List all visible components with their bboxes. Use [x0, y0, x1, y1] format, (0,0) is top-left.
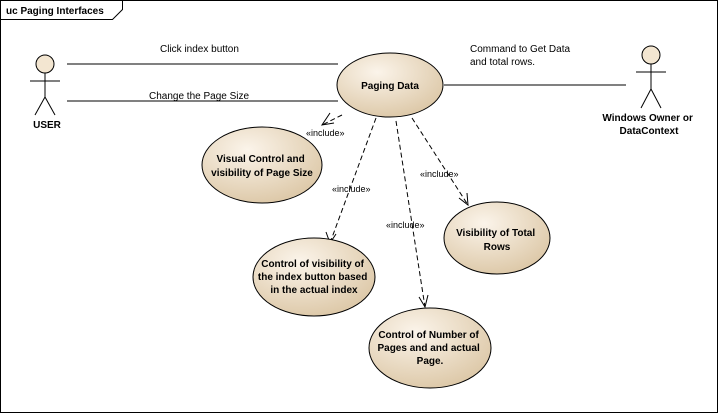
include-visual-label: «include»	[306, 128, 345, 138]
include-pages-label: «include»	[386, 220, 425, 230]
include-edges	[320, 112, 469, 309]
assoc-click-label: Click index button	[160, 44, 239, 55]
usecase-paging[interactable]: Paging Data	[336, 52, 444, 118]
actor-user-right-leg	[44, 96, 56, 116]
usecase-indexbtn[interactable]: Control of visibility of the index butto…	[252, 237, 376, 317]
include-pages-line	[395, 120, 426, 308]
usecase-total[interactable]: Visibility of Total Rows	[443, 201, 551, 275]
actor-user-head	[35, 54, 55, 74]
actor-owner[interactable]	[636, 45, 666, 109]
assoc-pagesize-label: Change the Page Size	[149, 91, 250, 102]
frame-tab	[0, 0, 123, 20]
actor-owner-left-leg	[640, 88, 652, 109]
usecase-total-label: Visibility of Total Rows	[456, 228, 538, 253]
actor-owner-head	[641, 45, 661, 65]
usecase-pages-ellipse	[368, 307, 492, 389]
usecase-indexbtn-ellipse	[252, 237, 376, 317]
include-total-arrowhead	[458, 192, 469, 207]
usecase-visual[interactable]: Visual Control and visibility of Page Si…	[201, 126, 323, 204]
usecase-paging-label: Paging Data	[361, 81, 419, 92]
usecase-visual-label: Visual Control and visibility of Page Si…	[211, 154, 313, 179]
usecase-pages-label: Control of Number of Pages and and actua…	[377, 330, 482, 367]
frame-title: uc Paging Interfaces	[6, 6, 104, 17]
include-total-label: «include»	[420, 169, 459, 179]
include-indexbtn-label: «include»	[332, 184, 371, 194]
include-total-line	[411, 117, 469, 206]
actor-owner-right-leg	[650, 88, 662, 109]
actor-owner-label: Windows Owner or DataContext	[602, 113, 695, 137]
include-visual-arrowhead	[320, 112, 335, 126]
actor-user-label: USER	[33, 120, 62, 131]
assoc-command-label: Command to Get Data and total rows.	[470, 44, 573, 68]
actor-user[interactable]	[30, 54, 60, 116]
usecase-paging-ellipse	[336, 52, 444, 118]
usecase-visual-ellipse	[201, 126, 323, 204]
actor-user-left-leg	[34, 96, 46, 116]
include-indexbtn-line	[329, 117, 377, 244]
include-pages-arrowhead	[418, 294, 429, 309]
usecase-pages[interactable]: Control of Number of Pages and and actua…	[368, 307, 492, 389]
usecase-indexbtn-label: Control of visibility of the index butto…	[258, 259, 370, 296]
include-visual-line	[321, 114, 343, 126]
usecase-total-ellipse	[443, 201, 551, 275]
